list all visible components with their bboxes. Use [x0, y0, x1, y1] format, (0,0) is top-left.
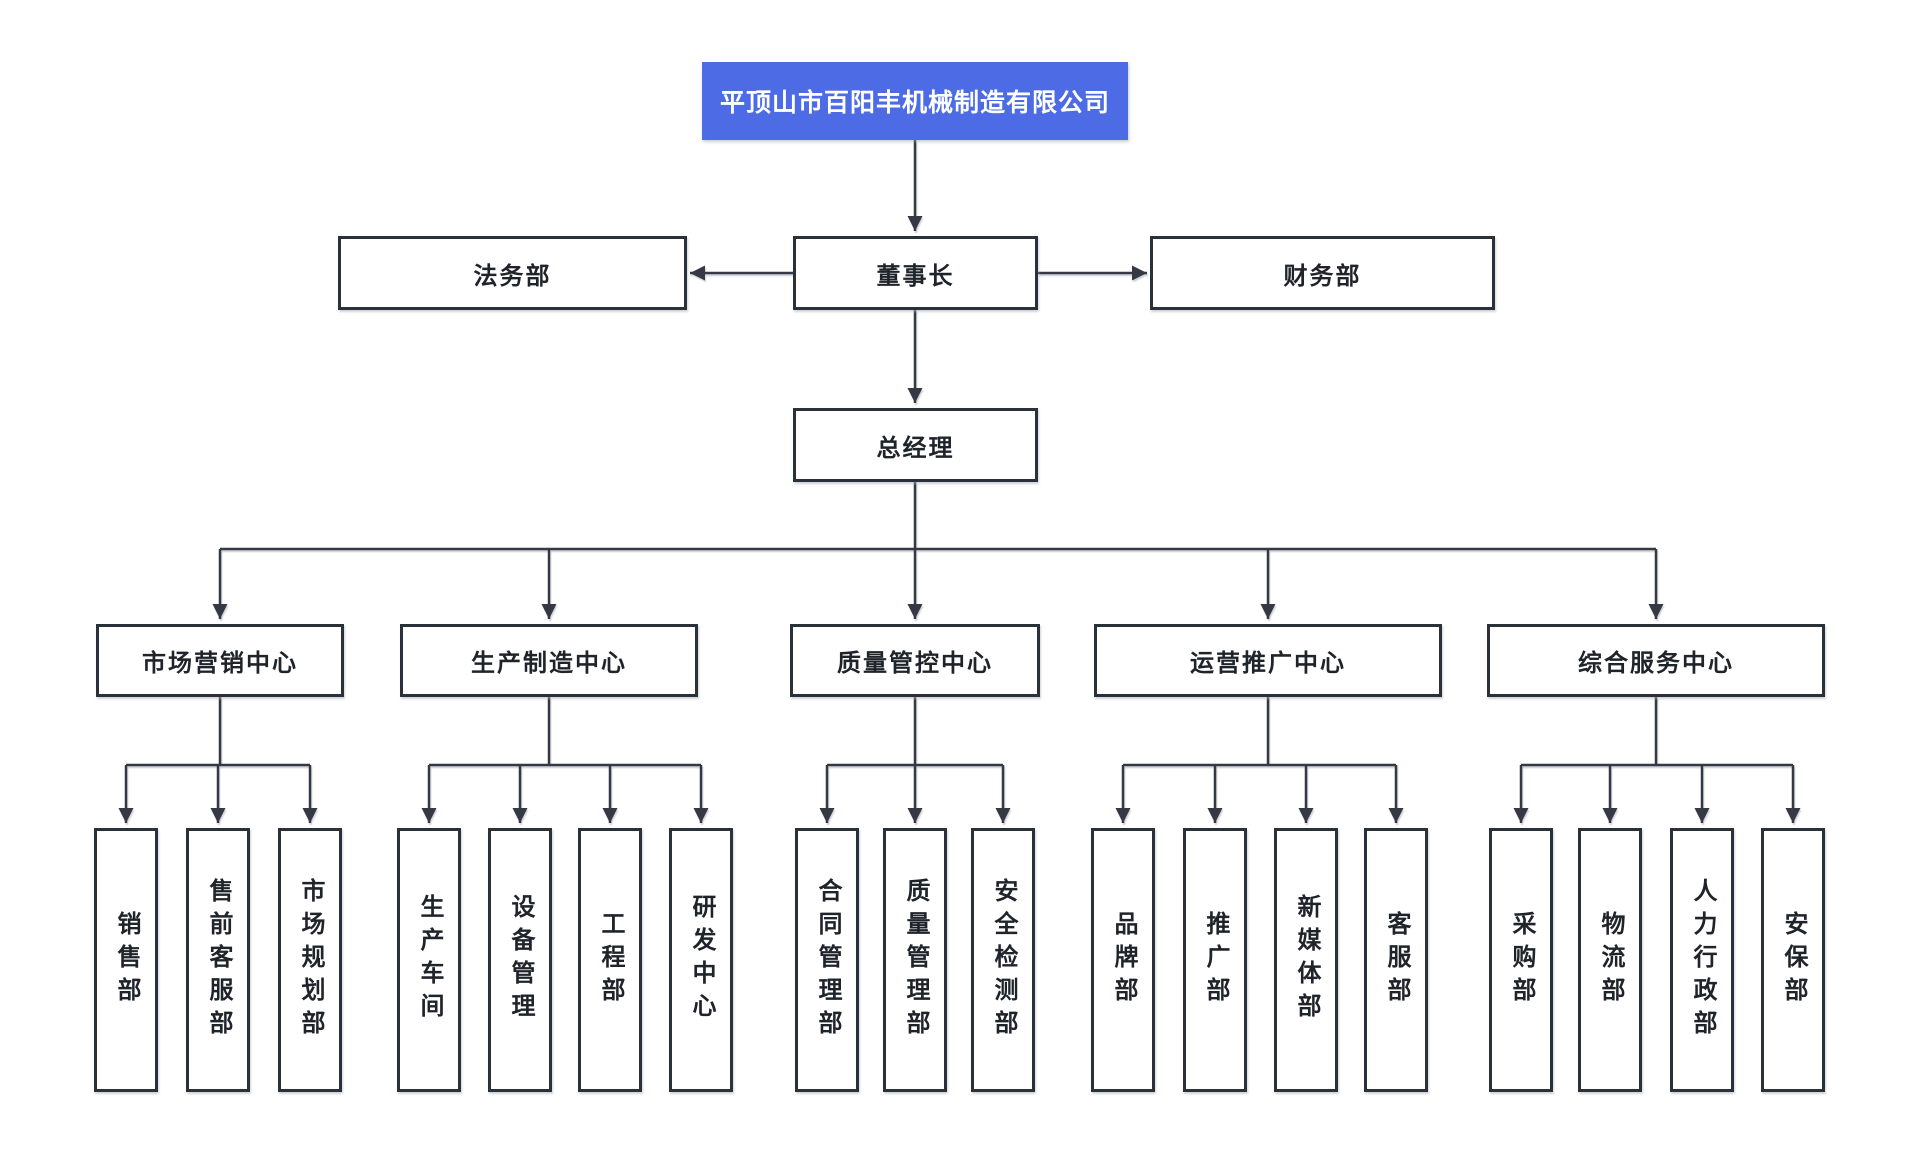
org-node-dept-safety-inspection: 安全检测部 [971, 828, 1035, 1092]
org-node-center-operations: 运营推广中心 [1094, 624, 1442, 697]
org-node-general-manager: 总经理 [793, 408, 1038, 482]
dept-label: 新媒体部 [1293, 894, 1320, 1026]
center-label: 生产制造中心 [471, 650, 627, 677]
org-node-dept-contract-management: 合同管理部 [795, 828, 859, 1092]
org-node-dept-quality-management: 质量管理部 [883, 828, 947, 1092]
org-node-center-quality: 质量管控中心 [790, 624, 1040, 697]
chairman-label: 董事长 [876, 262, 955, 290]
org-node-dept-security: 安保部 [1761, 828, 1825, 1092]
company-label: 平顶山市百阳丰机械制造有限公司 [719, 89, 1110, 117]
legal-dept-label: 法务部 [473, 262, 552, 290]
center-label: 市场营销中心 [142, 650, 298, 677]
dept-label: 销售部 [113, 910, 140, 1010]
dept-label: 售前客服部 [205, 877, 232, 1043]
org-node-dept-engineering: 工程部 [578, 828, 642, 1092]
org-node-dept-new-media: 新媒体部 [1274, 828, 1338, 1092]
org-node-center-production: 生产制造中心 [400, 624, 698, 697]
dept-label: 研发中心 [688, 894, 715, 1026]
org-node-dept-rnd-center: 研发中心 [669, 828, 733, 1092]
dept-label: 客服部 [1383, 910, 1410, 1010]
org-node-center-marketing: 市场营销中心 [96, 624, 344, 697]
dept-label: 人力行政部 [1689, 877, 1716, 1043]
center-label: 综合服务中心 [1578, 650, 1734, 677]
dept-label: 物流部 [1597, 910, 1624, 1010]
dept-label: 安保部 [1780, 910, 1807, 1010]
dept-label: 生产车间 [416, 894, 443, 1026]
org-node-finance-dept: 财务部 [1150, 236, 1495, 310]
org-node-dept-customer-service: 客服部 [1364, 828, 1428, 1092]
org-node-center-services: 综合服务中心 [1487, 624, 1825, 697]
dept-label: 推广部 [1202, 910, 1229, 1010]
org-node-dept-presales-service: 售前客服部 [186, 828, 250, 1092]
dept-label: 合同管理部 [814, 877, 841, 1043]
org-node-dept-sales: 销售部 [94, 828, 158, 1092]
dept-label: 采购部 [1508, 910, 1535, 1010]
dept-label: 品牌部 [1110, 910, 1137, 1010]
org-node-dept-hr-admin: 人力行政部 [1670, 828, 1734, 1092]
org-node-dept-procurement: 采购部 [1489, 828, 1553, 1092]
org-node-dept-production-workshop: 生产车间 [397, 828, 461, 1092]
org-node-legal-dept: 法务部 [338, 236, 687, 310]
dept-label: 工程部 [597, 910, 624, 1010]
org-node-dept-equipment-management: 设备管理 [488, 828, 552, 1092]
org-node-dept-market-planning: 市场规划部 [278, 828, 342, 1092]
org-node-chairman: 董事长 [793, 236, 1038, 310]
org-node-dept-promotion: 推广部 [1183, 828, 1247, 1092]
dept-label: 市场规划部 [297, 877, 324, 1043]
org-node-dept-brand: 品牌部 [1091, 828, 1155, 1092]
finance-dept-label: 财务部 [1283, 262, 1362, 290]
org-node-company: 平顶山市百阳丰机械制造有限公司 [702, 62, 1128, 140]
general-manager-label: 总经理 [876, 434, 955, 462]
dept-label: 安全检测部 [990, 877, 1017, 1043]
center-label: 质量管控中心 [837, 650, 993, 677]
org-node-dept-logistics: 物流部 [1578, 828, 1642, 1092]
center-label: 运营推广中心 [1190, 650, 1346, 677]
dept-label: 质量管理部 [902, 877, 929, 1043]
dept-label: 设备管理 [507, 894, 534, 1026]
